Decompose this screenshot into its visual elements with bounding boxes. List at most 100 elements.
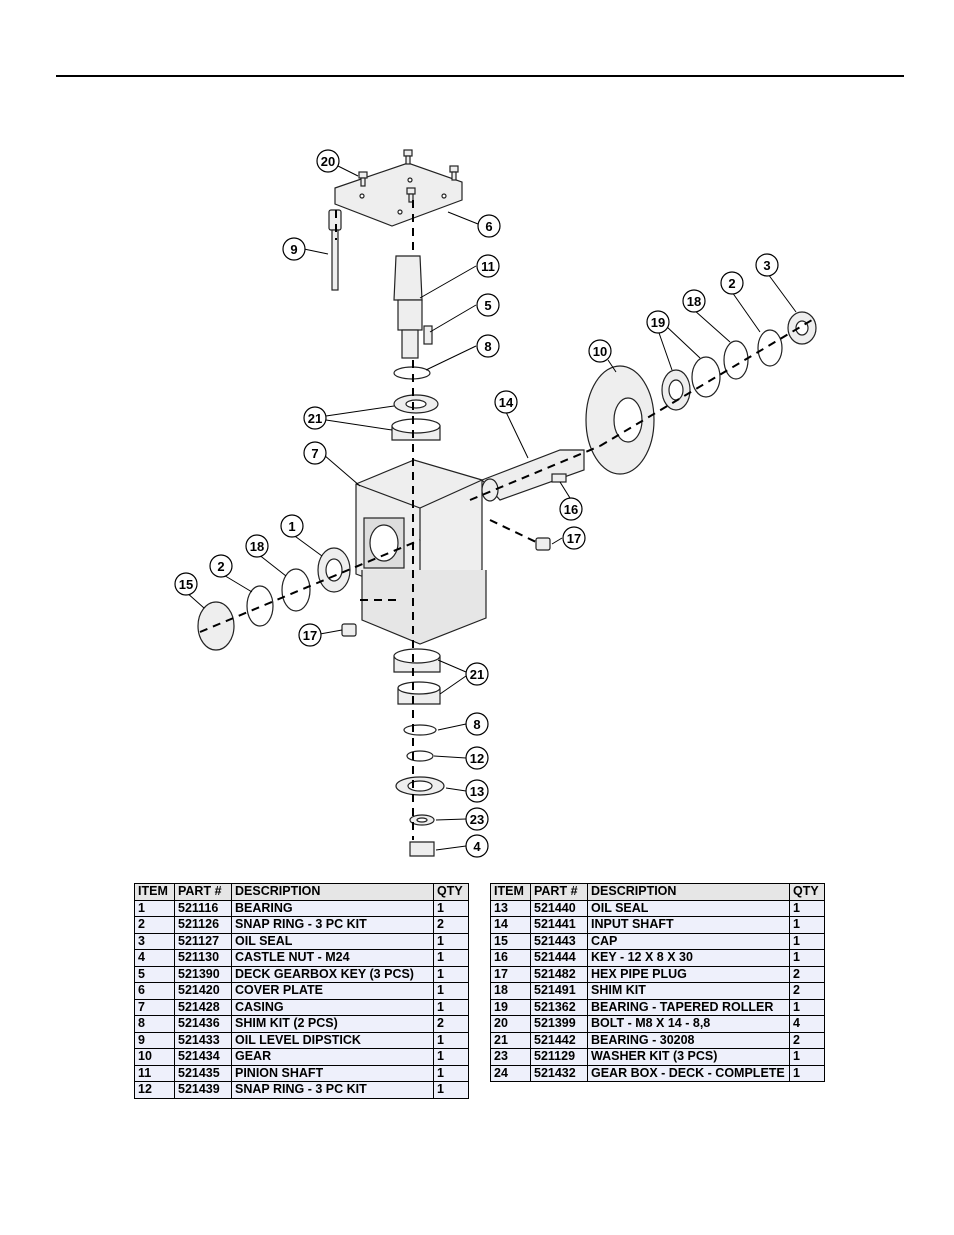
table-header-row: ITEM PART # DESCRIPTION QTY bbox=[490, 883, 825, 901]
cell-description: DECK GEARBOX KEY (3 PCS) bbox=[231, 965, 434, 983]
header-rule bbox=[56, 75, 904, 77]
svg-text:10: 10 bbox=[593, 344, 607, 359]
cell-part: 521442 bbox=[530, 1031, 588, 1049]
input-shaft bbox=[480, 449, 585, 502]
cell-item: 11 bbox=[134, 1064, 175, 1082]
cell-item: 6 bbox=[134, 982, 175, 1000]
cell-description: SHIM KIT (2 PCS) bbox=[231, 1015, 434, 1033]
cell-part: 521441 bbox=[530, 916, 588, 934]
header-qty: QTY bbox=[789, 883, 825, 901]
oil-dipstick bbox=[328, 209, 342, 291]
svg-text:18: 18 bbox=[250, 539, 264, 554]
cell-item: 18 bbox=[490, 982, 531, 1000]
callout-16: 16 bbox=[559, 497, 583, 521]
cover-plate bbox=[334, 162, 463, 227]
cell-description: PINION SHAFT bbox=[231, 1064, 434, 1082]
cell-description: CASING bbox=[231, 998, 434, 1016]
header-item: ITEM bbox=[134, 883, 175, 901]
cell-description: OIL LEVEL DIPSTICK bbox=[231, 1031, 434, 1049]
cell-part: 521435 bbox=[174, 1064, 232, 1082]
callout-13: 13 bbox=[465, 779, 489, 803]
svg-text:4: 4 bbox=[473, 839, 481, 854]
svg-text:6: 6 bbox=[485, 219, 492, 234]
cell-part: 521443 bbox=[530, 932, 588, 950]
svg-text:20: 20 bbox=[321, 154, 335, 169]
cell-description: GEAR BOX - DECK - COMPLETE bbox=[587, 1064, 790, 1082]
cell-qty: 1 bbox=[433, 1064, 469, 1082]
cell-item: 13 bbox=[490, 899, 531, 917]
table-header-row: ITEM PART # DESCRIPTION QTY bbox=[134, 883, 469, 901]
svg-text:9: 9 bbox=[290, 242, 297, 257]
cell-item: 10 bbox=[134, 1048, 175, 1066]
cell-qty: 1 bbox=[789, 949, 825, 967]
cell-item: 23 bbox=[490, 1048, 531, 1066]
cell-qty: 1 bbox=[433, 1048, 469, 1066]
callout-10: 10 bbox=[588, 339, 612, 363]
cell-item: 14 bbox=[490, 916, 531, 934]
cell-qty: 1 bbox=[433, 899, 469, 917]
cell-item: 1 bbox=[134, 899, 175, 917]
cell-qty: 1 bbox=[433, 1081, 469, 1099]
callout-2-left: 2 bbox=[209, 554, 233, 578]
svg-text:2: 2 bbox=[217, 559, 224, 574]
callout-5: 5 bbox=[476, 293, 500, 317]
cell-qty: 1 bbox=[433, 998, 469, 1016]
cell-part: 521399 bbox=[530, 1015, 588, 1033]
svg-text:3: 3 bbox=[763, 258, 770, 273]
svg-text:8: 8 bbox=[473, 717, 480, 732]
cell-qty: 4 bbox=[789, 1015, 825, 1033]
cell-part: 521428 bbox=[174, 998, 232, 1016]
cell-item: 2 bbox=[134, 916, 175, 934]
cell-description: OIL SEAL bbox=[231, 932, 434, 950]
callout-21-top: 21 bbox=[303, 406, 327, 430]
callout-17-left: 17 bbox=[298, 623, 322, 647]
svg-text:13: 13 bbox=[470, 784, 484, 799]
bevel-gear bbox=[585, 365, 655, 475]
cell-part: 521482 bbox=[530, 965, 588, 983]
cell-description: SNAP RING - 3 PC KIT bbox=[231, 1081, 434, 1099]
cell-description: WASHER KIT (3 PCS) bbox=[587, 1048, 790, 1066]
cell-part: 521390 bbox=[174, 965, 232, 983]
header-qty: QTY bbox=[433, 883, 469, 901]
cell-description: SHIM KIT bbox=[587, 982, 790, 1000]
callout-4: 4 bbox=[465, 834, 489, 858]
cell-description: INPUT SHAFT bbox=[587, 916, 790, 934]
svg-text:11: 11 bbox=[481, 259, 495, 274]
svg-text:15: 15 bbox=[179, 577, 193, 592]
cell-qty: 1 bbox=[433, 1031, 469, 1049]
callout-1: 1 bbox=[280, 514, 304, 538]
cell-item: 12 bbox=[134, 1081, 175, 1099]
callout-15: 15 bbox=[174, 572, 198, 596]
cell-description: GEAR bbox=[231, 1048, 434, 1066]
pinion-shaft bbox=[393, 255, 433, 359]
header-description: DESCRIPTION bbox=[231, 883, 434, 901]
cell-part: 521420 bbox=[174, 982, 232, 1000]
cell-part: 521433 bbox=[174, 1031, 232, 1049]
callout-21-bottom: 21 bbox=[465, 662, 489, 686]
cell-part: 521116 bbox=[174, 899, 232, 917]
callout-6: 6 bbox=[477, 214, 501, 238]
cell-qty: 1 bbox=[789, 916, 825, 934]
cell-part: 521126 bbox=[174, 916, 232, 934]
cell-qty: 2 bbox=[433, 1015, 469, 1033]
cell-qty: 1 bbox=[789, 1064, 825, 1082]
cell-item: 15 bbox=[490, 932, 531, 950]
casing bbox=[355, 459, 487, 645]
svg-text:8: 8 bbox=[484, 339, 491, 354]
cell-description: CASTLE NUT - M24 bbox=[231, 949, 434, 967]
svg-text:14: 14 bbox=[499, 395, 514, 410]
header-part: PART # bbox=[174, 883, 232, 901]
